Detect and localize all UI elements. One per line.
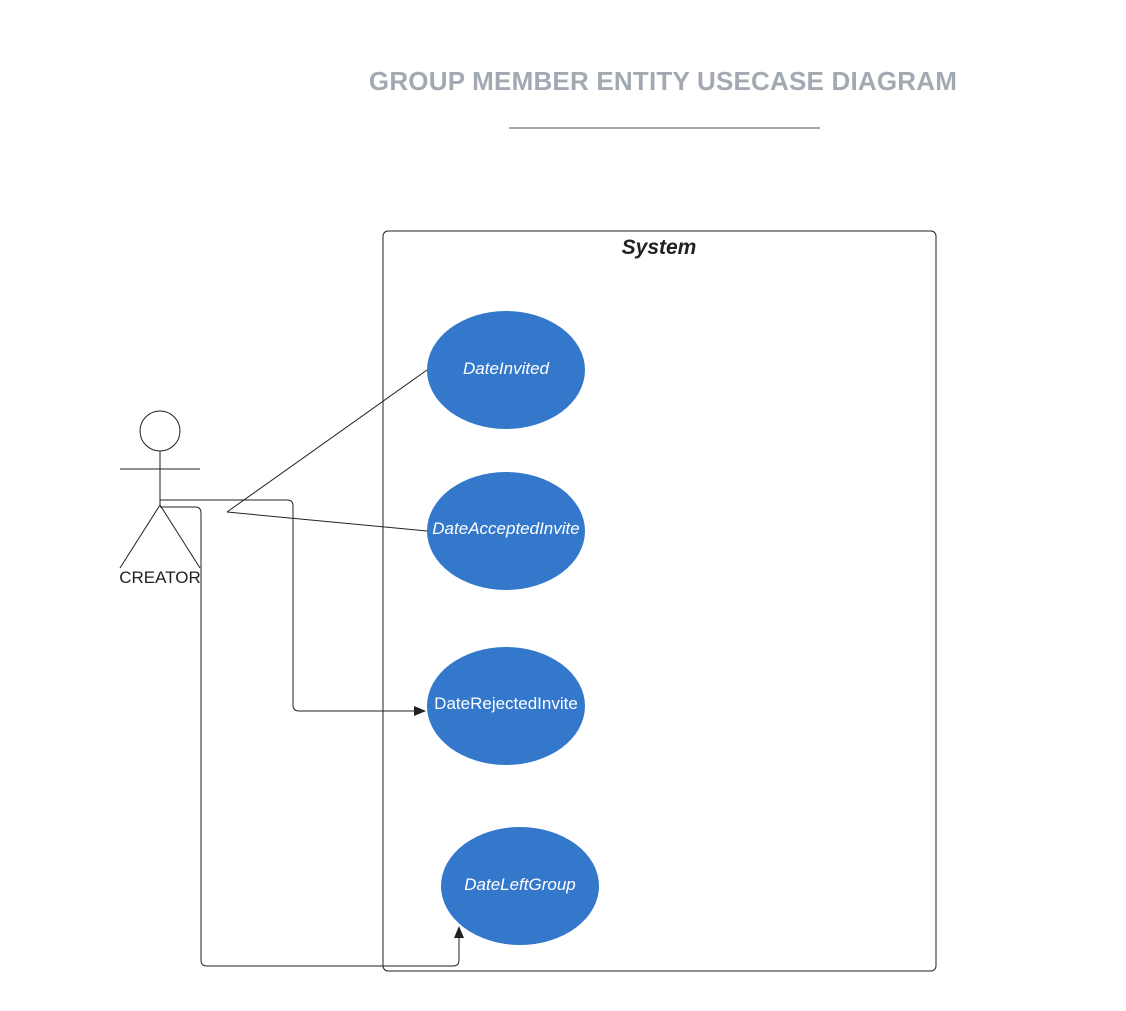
use-case-date-invited[interactable]: DateInvited xyxy=(427,311,585,429)
use-case-label: DateLeftGroup xyxy=(464,875,576,894)
use-case-label: DateRejectedInvite xyxy=(434,694,578,713)
association-date-accepted-invite[interactable] xyxy=(226,511,428,532)
use-case-label: DateAcceptedInvite xyxy=(432,519,579,538)
use-case-date-rejected-invite[interactable]: DateRejectedInvite xyxy=(427,647,585,765)
system-boundary[interactable] xyxy=(382,230,937,972)
use-case-date-accepted-invite[interactable]: DateAcceptedInvite xyxy=(427,472,585,590)
use-case-date-left-group[interactable]: DateLeftGroup xyxy=(441,827,599,945)
association-date-left-group[interactable] xyxy=(160,506,464,967)
actor-head xyxy=(139,410,181,452)
use-case-ellipse xyxy=(427,647,585,765)
actor-right-leg xyxy=(159,504,201,569)
use-case-ellipse xyxy=(441,827,599,945)
title-underline xyxy=(509,127,820,129)
use-case-label: DateInvited xyxy=(463,359,550,378)
actor-left-leg xyxy=(119,504,161,569)
system-label: System xyxy=(622,236,697,259)
diagram-title: GROUP MEMBER ENTITY USECASE DIAGRAM xyxy=(368,66,958,96)
association-date-invited[interactable] xyxy=(226,369,428,513)
association-date-rejected-invite[interactable] xyxy=(160,499,426,716)
actor-creator[interactable] xyxy=(119,410,201,569)
actor-label: CREATOR xyxy=(119,568,201,587)
use-case-ellipse xyxy=(427,311,585,429)
use-case-ellipse xyxy=(427,472,585,590)
